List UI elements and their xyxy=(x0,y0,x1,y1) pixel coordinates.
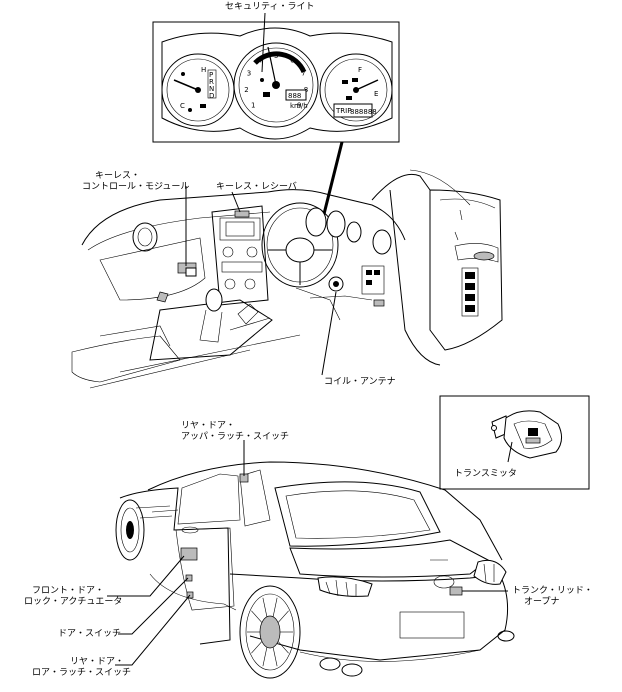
odo-display: 888888 xyxy=(350,108,377,116)
label-keyless-control-module-2: コントロール・モジュール xyxy=(82,182,190,192)
temp-gauge: H C P R N D xyxy=(161,53,235,127)
label-trunk-lid-opener-1: トランク・リッド・ xyxy=(512,586,593,596)
fuel-f-label: F xyxy=(358,66,362,74)
label-keyless-receiver: キーレス・レシーバ xyxy=(216,182,297,192)
tach-number: 5 xyxy=(274,52,278,60)
tach-number: 4 xyxy=(258,57,263,65)
label-trunk-lid-opener-2: オープナ xyxy=(524,597,560,607)
wheel-spoke xyxy=(262,597,268,617)
tach-number: 6 xyxy=(290,57,295,65)
wheel-spoke xyxy=(251,641,263,654)
odo-label: TRIP xyxy=(335,107,351,115)
gear-r: R xyxy=(209,78,214,86)
speed-unit: km/h xyxy=(290,102,308,110)
label-front-door-lock-actuator-2: ロック・アクチュエータ xyxy=(24,597,123,607)
label-coil-antenna: コイル・アンテナ xyxy=(324,377,396,387)
tach-number: 3 xyxy=(247,69,251,77)
gear-p: P xyxy=(209,71,213,79)
label-security-light: セキュリティ・ライト xyxy=(225,2,315,12)
label-rear-door-lower-latch-1: リヤ・ドア・ xyxy=(70,657,125,667)
speed-display: 888 xyxy=(288,92,301,100)
label-rear-door-lower-latch-2: ロア・ラッチ・スイッチ xyxy=(32,668,132,678)
label-keyless-control-module-1: キーレス・ xyxy=(95,171,141,181)
gear-n: N xyxy=(209,85,214,93)
gear-d: D xyxy=(209,92,214,100)
tach-number: 2 xyxy=(244,86,248,94)
temp-c-label: C xyxy=(180,102,185,110)
wheel-spoke xyxy=(251,610,263,623)
wheel-spoke xyxy=(272,647,278,667)
tach-number: 7 xyxy=(301,69,305,77)
tach-number: 1 xyxy=(251,101,255,109)
car-exterior-illustration xyxy=(107,440,515,679)
instrument-cluster-inset: H C P R N D 123456789 888 km/h xyxy=(152,12,400,223)
wheel-spoke xyxy=(272,597,278,617)
label-rear-door-upper-latch-1: リヤ・ドア・ xyxy=(181,421,236,431)
dashboard-illustration xyxy=(71,169,503,389)
wheel-spoke xyxy=(277,610,289,623)
label-front-door-lock-actuator-1: フロント・ドア・ xyxy=(32,586,105,596)
tach-number: 9 xyxy=(297,101,301,109)
transmitter-inset xyxy=(439,395,590,490)
label-door-switch: ドア・スイッチ xyxy=(58,629,122,639)
label-transmitter: トランスミッタ xyxy=(454,469,517,479)
tachometer: 123456789 888 km/h xyxy=(233,42,319,128)
wheel-spoke xyxy=(262,647,268,667)
label-rear-door-upper-latch-2: アッパ・ラッチ・スイッチ xyxy=(181,432,290,442)
wheel-spoke xyxy=(277,641,289,654)
temp-h-label: H xyxy=(201,66,206,74)
fuel-e-label: E xyxy=(374,90,378,98)
fuel-gauge: F E TRIP 888888 xyxy=(319,53,393,127)
